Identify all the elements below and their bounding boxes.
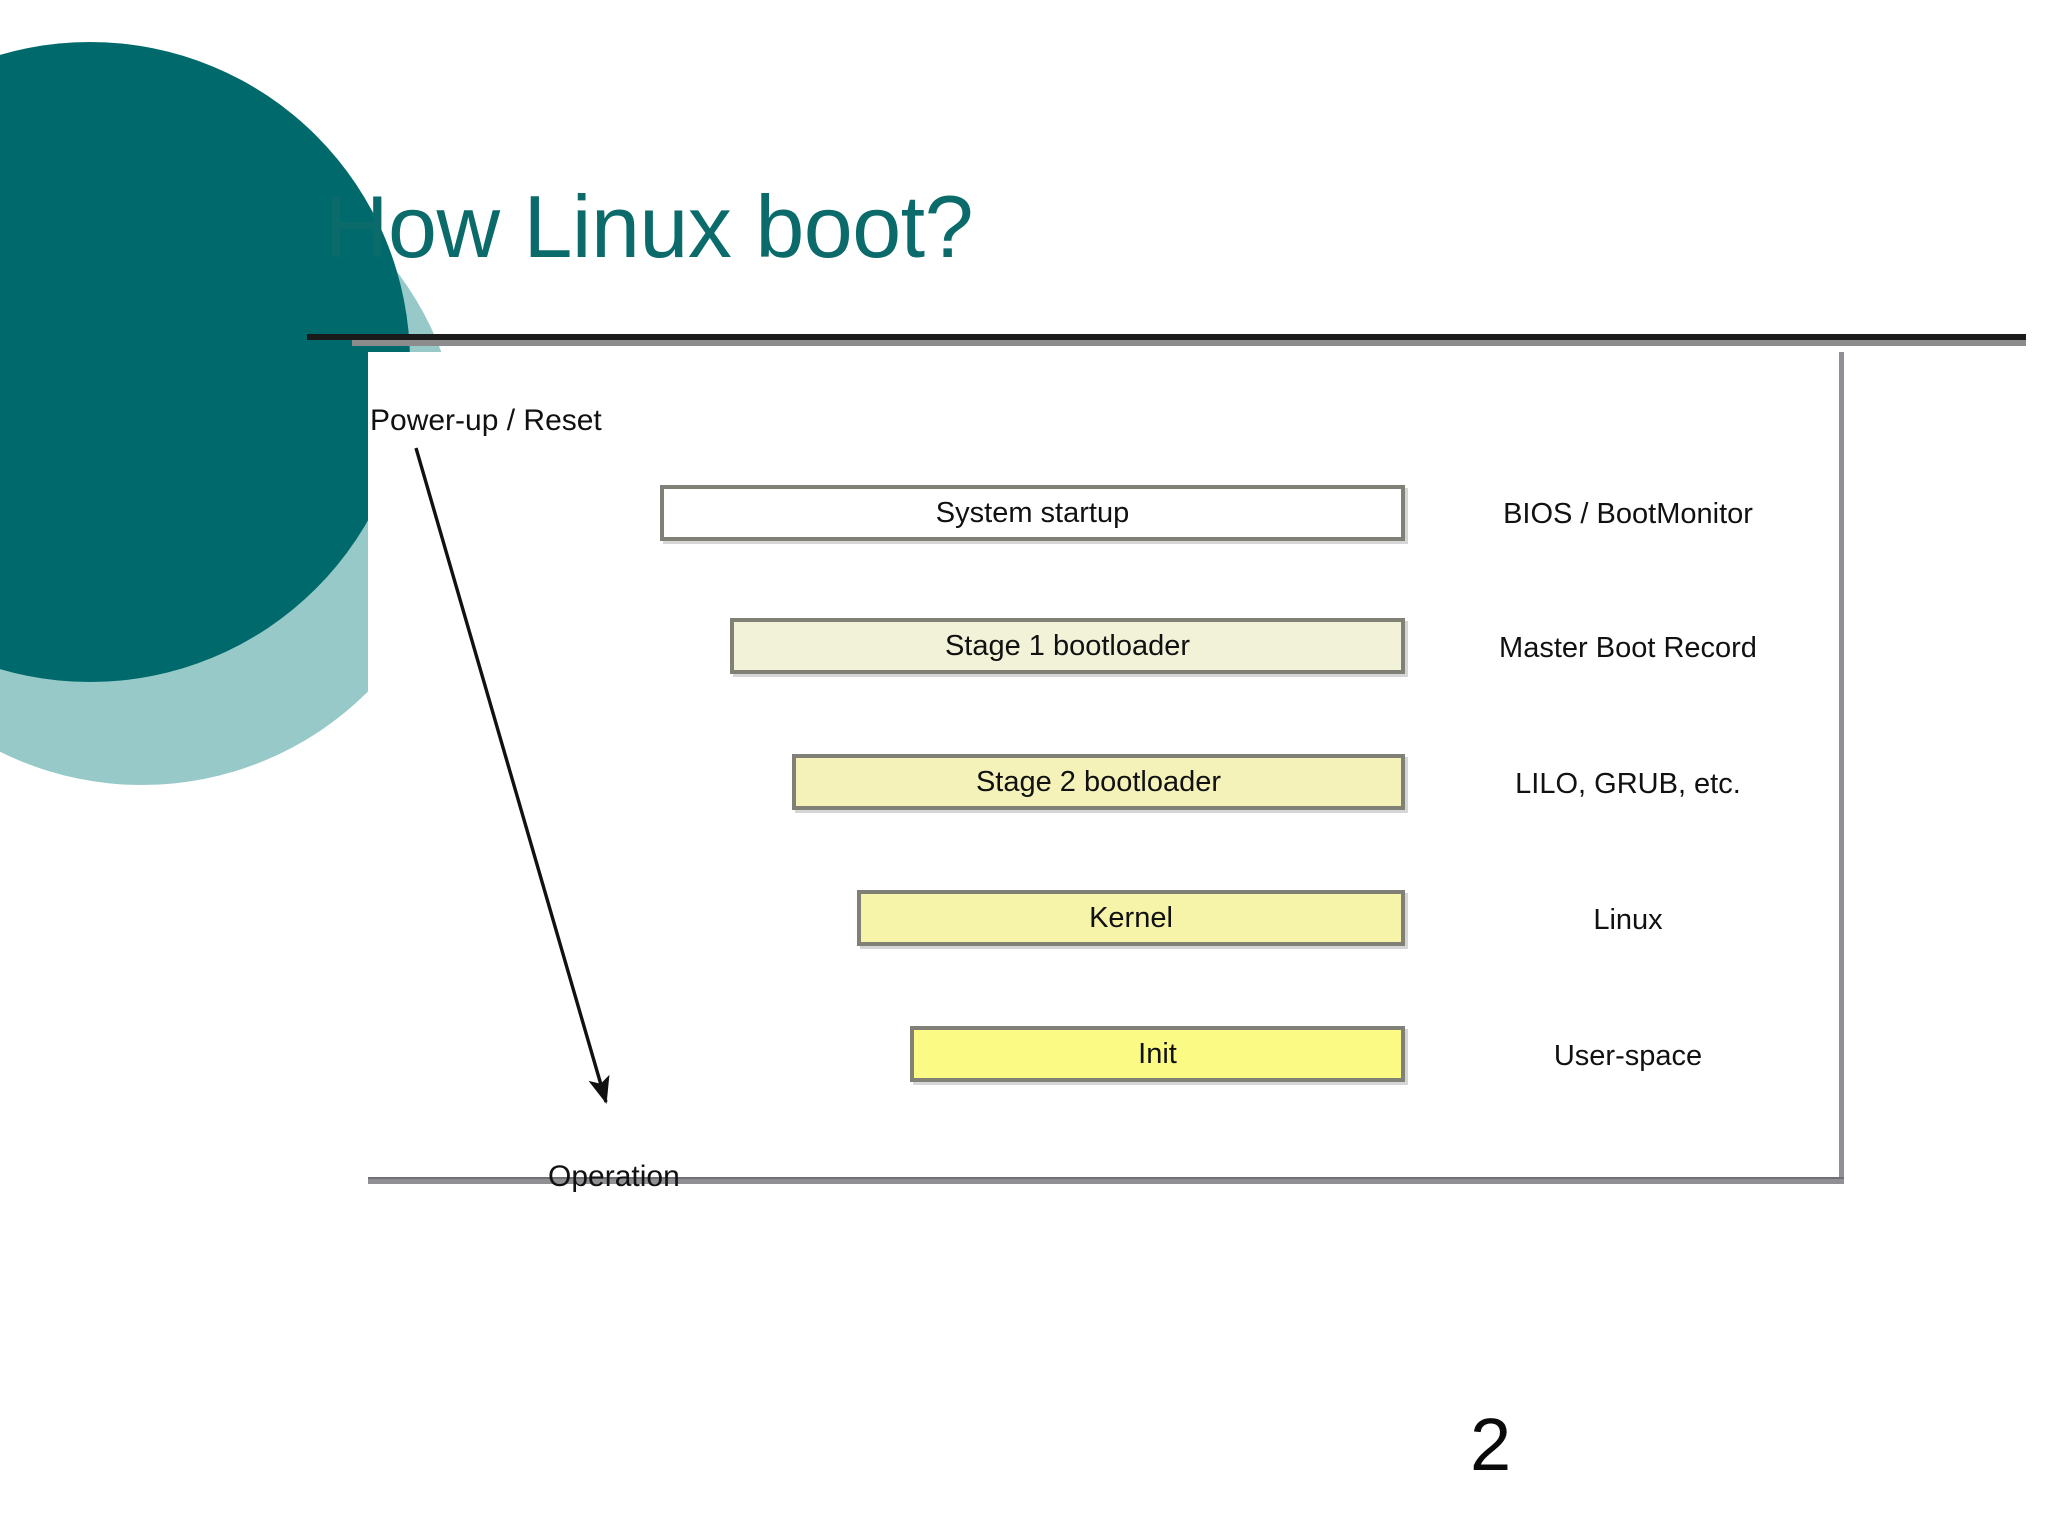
- power-up-to-operation-arrow: [414, 447, 610, 1104]
- stage-box-init[interactable]: Init: [910, 1026, 1405, 1082]
- title-divider: [307, 334, 2026, 340]
- annotation-master-boot-record: Master Boot Record: [1499, 632, 1757, 664]
- flow-end-label: Operation: [548, 1160, 680, 1193]
- page-number: 2: [1470, 1403, 1512, 1486]
- annotation-bios-bootmonitor: BIOS / BootMonitor: [1503, 498, 1753, 530]
- stage-box-label: Init: [1138, 1037, 1177, 1070]
- diagram-frame-right-edge: [1839, 352, 1844, 1178]
- annotation-lilo-grub: LILO, GRUB, etc.: [1515, 768, 1741, 800]
- stage-box-stage-1-bootloader[interactable]: Stage 1 bootloader: [730, 618, 1405, 674]
- annotation-user-space: User-space: [1553, 1040, 1703, 1072]
- boot-flow-diagram: Power-up / Reset Operation System startu…: [368, 352, 1844, 1193]
- page-title: How Linux boot?: [325, 177, 974, 276]
- title-rule-shadow: [352, 340, 2026, 346]
- stage-box-stage-2-bootloader[interactable]: Stage 2 bootloader: [792, 754, 1405, 810]
- stage-box-kernel[interactable]: Kernel: [857, 890, 1405, 946]
- stage-box-system-startup[interactable]: System startup: [660, 485, 1405, 541]
- stage-box-label: Stage 2 bootloader: [975, 765, 1222, 798]
- flow-start-label: Power-up / Reset: [370, 404, 602, 437]
- stage-box-label: Stage 1 bootloader: [944, 629, 1191, 662]
- stage-box-label: Kernel: [1089, 901, 1173, 934]
- stage-box-label: System startup: [935, 496, 1130, 529]
- diagram-frame-bottom-edge: [368, 1177, 1844, 1184]
- annotation-linux: Linux: [1593, 904, 1663, 936]
